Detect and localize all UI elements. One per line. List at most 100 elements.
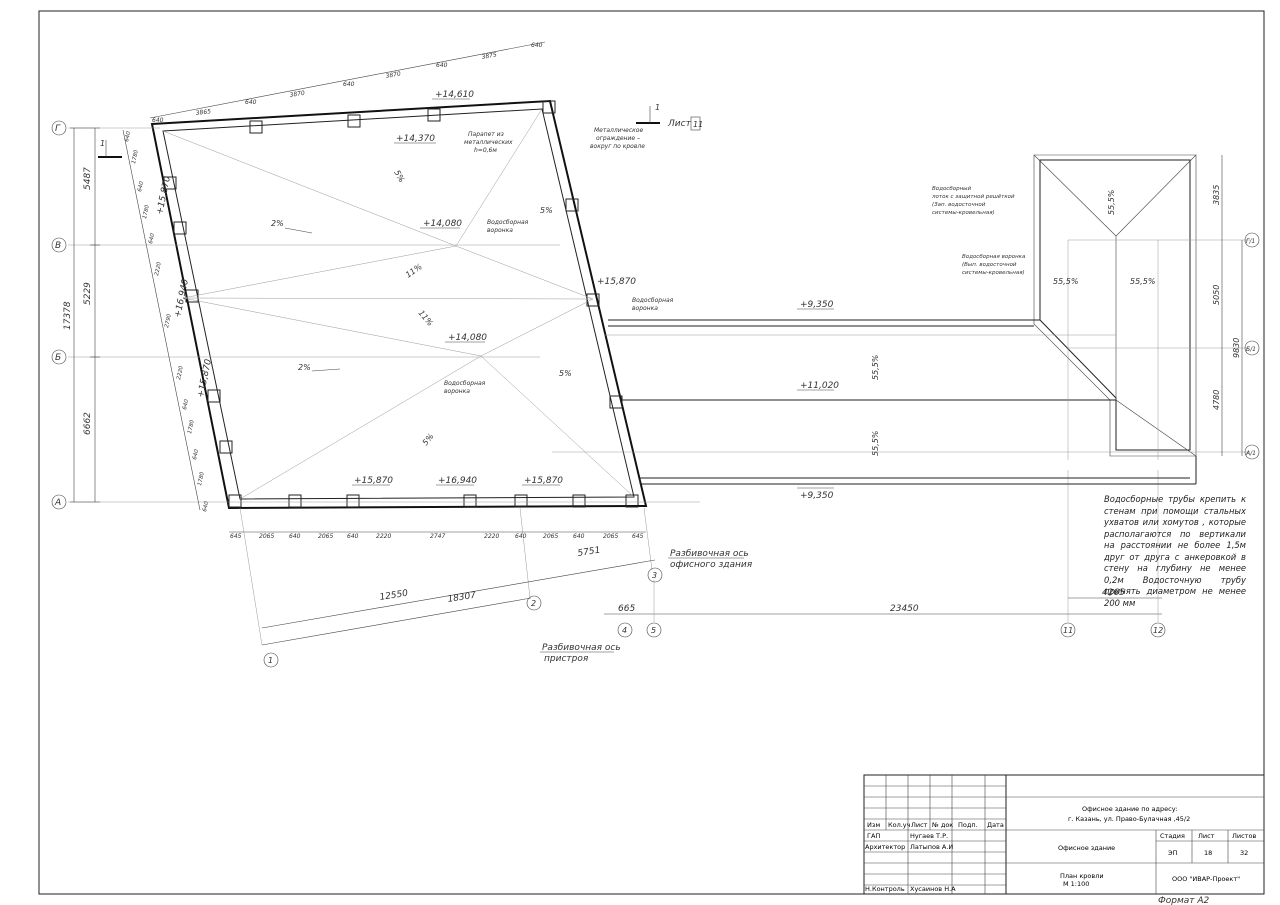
slope-2-b: 2% <box>298 363 311 372</box>
axis-a1: А/1 <box>1245 450 1256 457</box>
axis-3: 3 <box>652 571 657 580</box>
lower-axis-dimensions: 12550 18307 5751 665 23450 4265 1 2 3 4 … <box>261 470 1166 668</box>
dim-bot-2: 2065 <box>259 533 274 540</box>
note-fence-3: вокруг по кровле <box>590 143 645 150</box>
note-gutter-1: Водосборный <box>932 186 972 192</box>
axis-a: А <box>54 498 61 508</box>
dim-bot-12: 2065 <box>603 533 618 540</box>
axis-11: 11 <box>1063 626 1073 635</box>
axis-g: Г <box>55 124 61 134</box>
top-dimension-chain: 3865 3870 3870 3875 640 640 640 640 640 <box>149 41 546 124</box>
dim-left-3: 6662 <box>83 412 93 435</box>
elev-15870-b2: +15,870 <box>524 476 563 486</box>
note-parapet-3: h=0,6м <box>474 147 497 154</box>
elev-14610: +14,610 <box>435 90 474 100</box>
tb-project-1: Офисное здание по адресу: <box>1082 805 1178 813</box>
note-funnel1-2: воронка <box>487 227 513 234</box>
elev-9350-a: +9,350 <box>800 300 834 310</box>
tb-drawing-title-2: М 1:100 <box>1063 880 1089 888</box>
section-mark-label: 1 <box>655 103 660 112</box>
dim-top-9: 640 <box>531 42 543 49</box>
dim-5751: 5751 <box>577 546 601 559</box>
tb-sheet: 18 <box>1204 849 1212 857</box>
note-parapet-1: Парапет из <box>468 131 504 138</box>
note-fence-1: Металлическое <box>594 127 643 134</box>
dim-18307: 18307 <box>447 591 477 605</box>
tb-stage-h: Стадия <box>1160 832 1185 840</box>
sheet-ref-label: Лист <box>667 119 692 129</box>
note-parapet-2: металлических <box>464 139 513 146</box>
slope-5-c: 5% <box>559 369 572 378</box>
elev-9350-b: +9,350 <box>800 491 834 501</box>
sheet-ref-number: 11 <box>693 120 703 129</box>
dim-bot-10: 2065 <box>543 533 558 540</box>
dim-left-2: 5229 <box>83 282 93 305</box>
bottom-dimension-chain: 645 2065 640 2065 640 2220 2747 2220 640… <box>229 531 646 540</box>
tb-role-nk: Н.Контроль <box>865 885 905 893</box>
tb-object: Офисное здание <box>1058 844 1115 852</box>
tb-h-list: Лист <box>911 821 928 829</box>
note-funnel3-1: Водосборная <box>632 297 674 304</box>
dim-top-8: 640 <box>436 62 448 69</box>
annotations-main: Парапет из металлических h=0,6м Металлич… <box>444 127 674 395</box>
dim-bot-7: 2747 <box>430 533 445 540</box>
dim-bot-9: 640 <box>515 533 527 540</box>
elev-14370: +14,370 <box>396 134 435 144</box>
dim-bot-4: 2065 <box>318 533 333 540</box>
elev-14080-b: +14,080 <box>448 333 487 343</box>
axis-b: Б <box>55 353 61 363</box>
dim-top-1: 3865 <box>195 108 211 117</box>
elev-14080-a: +14,080 <box>423 219 462 229</box>
axis-2: 2 <box>531 599 536 608</box>
slope-11-b: 11% <box>416 309 434 328</box>
slope-555-c: 55,5% <box>1130 277 1155 286</box>
dim-top-5: 640 <box>152 117 164 124</box>
dim-left-total: 17378 <box>63 301 73 330</box>
slope-5-a: 5% <box>392 169 406 185</box>
slope-555-e: 55,5% <box>871 431 880 456</box>
elev-16940-b: +16,940 <box>438 476 477 486</box>
dim-bot-5: 640 <box>347 533 359 540</box>
tb-sheets: 32 <box>1240 849 1248 857</box>
format-label: Формат А2 <box>1158 896 1210 905</box>
elevations-main: +14,610 +14,370 +14,080 +14,080 +15,870 … <box>155 90 636 486</box>
tb-role-gap: ГАП <box>867 832 880 840</box>
note-fence-2: ограждение – <box>596 135 640 142</box>
dim-4265: 4265 <box>1102 588 1125 598</box>
dim-top-3: 3870 <box>385 70 401 80</box>
axis-1: 1 <box>268 656 273 665</box>
axis-label-annex-2: пристроя <box>544 654 589 664</box>
axis-b1: Б/1 <box>1246 346 1256 353</box>
dim-side-3: 640 <box>137 180 145 192</box>
note-funnel4-3: системы-кровельная) <box>962 270 1025 276</box>
drainpipe-note: Водосборные трубы крепить к стенам при п… <box>1104 494 1246 608</box>
note-gutter-2: лоток с защитной решёткой <box>931 194 1015 200</box>
dim-side-9: 640 <box>182 398 190 410</box>
tb-project-2: г. Казань, ул. Право-Булачная ,45/2 <box>1068 815 1190 823</box>
dim-right-total: 9830 <box>1232 338 1241 358</box>
dim-side-8: 2220 <box>176 365 185 380</box>
note-gutter-4: системы-кровельная) <box>932 210 995 216</box>
tb-role-arch: Архитектор <box>865 843 905 851</box>
dim-side-2: 1780 <box>131 149 140 164</box>
dim-side-10: 1780 <box>187 419 196 434</box>
dim-bot-8: 2220 <box>484 533 499 540</box>
elev-15870-l2: +15,870 <box>196 358 214 399</box>
axis-12: 12 <box>1153 626 1163 635</box>
section-mark-top: 1 Лист 11 <box>636 103 703 131</box>
side-dimension-chain: 640 1780 640 1780 640 2220 2790 2220 640… <box>122 129 210 512</box>
note-funnel4-2: (Вып. водосточной <box>962 262 1017 268</box>
dim-top-7: 640 <box>343 81 355 88</box>
dim-665: 665 <box>618 604 635 614</box>
note-funnel2-2: воронка <box>444 388 470 395</box>
axis-bubbles-letters: Г В Б А <box>51 120 67 510</box>
note-funnel4-1: Водосборная воронка <box>962 254 1026 260</box>
note-gutter-3: (Зап. водосточной <box>932 202 986 208</box>
note-funnel1-1: Водосборная <box>487 219 529 226</box>
note-funnel3-2: воронка <box>632 305 658 312</box>
tb-h-ndoc: № док <box>931 821 953 829</box>
slope-5-b: 5% <box>540 206 553 215</box>
tb-stage: ЭП <box>1168 849 1178 857</box>
dim-side-1: 640 <box>124 130 132 142</box>
